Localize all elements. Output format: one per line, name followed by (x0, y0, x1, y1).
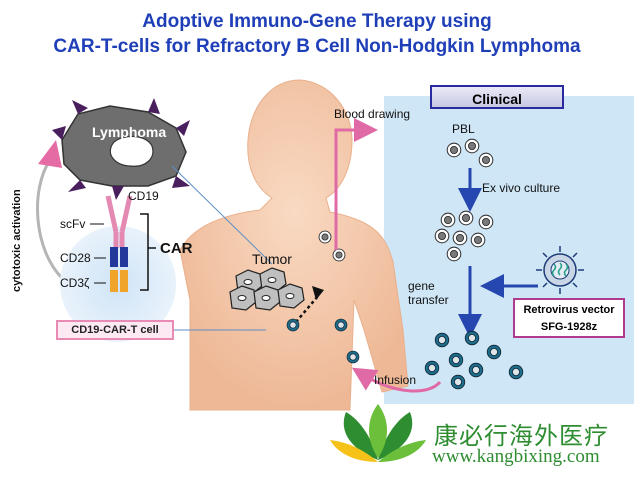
retrovirus-icon (536, 246, 584, 294)
retrovirus-vector-name: SFG-1928z (540, 321, 598, 333)
blood-cell (318, 230, 332, 244)
car-t-cell (434, 332, 450, 348)
cytotoxic-arrowhead (38, 140, 62, 168)
gene-transfer-label-2: transfer (408, 293, 449, 307)
pbl-cell (478, 152, 494, 168)
figure-title-line1: Adoptive Immuno-Gene Therapy using (142, 11, 492, 32)
cytotoxic-label: cytotoxic activation (11, 189, 23, 292)
pbl-cell (446, 142, 462, 158)
car-t-cell (468, 362, 484, 378)
car-t-cell (450, 374, 466, 390)
kangbixing-logo-icon (330, 404, 426, 462)
logo-chinese-text: 康必行海外医疗 (434, 422, 609, 450)
tumor-label: Tumor (252, 251, 292, 267)
infused-car-t-cell (334, 318, 348, 332)
car-bracket (140, 213, 149, 291)
lymphoma-cell: Lymphoma (52, 98, 190, 200)
clinical-panel (384, 96, 634, 404)
attack-arrowhead (312, 286, 324, 300)
cd19-spike (72, 100, 88, 114)
logo-url: www.kangbixing.com (432, 446, 600, 467)
car-t-cell (424, 360, 440, 376)
car-t-cell-label: CD19-CAR-T cell (56, 320, 174, 340)
infusion-arrow (351, 367, 442, 393)
cytotoxic-arc (36, 159, 64, 280)
blood-drawing-label: Blood drawing (334, 107, 410, 121)
retrovirus-vector-label: Retrovirus vector (523, 304, 615, 316)
pbl-label: PBL (452, 122, 475, 136)
cd19-spike (176, 120, 190, 136)
tumor-connector-line (171, 165, 273, 265)
cultured-cell (458, 210, 474, 226)
cultured-cell (452, 230, 468, 246)
car-t-cell (464, 330, 480, 346)
car-label: CAR (160, 240, 193, 257)
blood-drawing-arrow (334, 118, 378, 250)
cd19-label: CD19 (128, 189, 159, 203)
cd3z-domain (120, 270, 128, 292)
cultured-cell (446, 246, 462, 262)
cd3z-domain (110, 270, 118, 292)
cultured-cell (434, 228, 450, 244)
cultured-cell (470, 232, 486, 248)
cd3z-label: CD3ζ (60, 276, 90, 290)
figure-title-line2: CAR-T-cells for Refractory B Cell Non-Ho… (53, 36, 581, 57)
cd28-domain (110, 247, 118, 267)
car-t-cell-in-body (286, 318, 300, 332)
cd19-spike (148, 98, 160, 114)
cd19-spike (68, 180, 86, 192)
gene-transfer-label-1: gene (408, 279, 435, 293)
car-t-cell (486, 344, 502, 360)
infusion-label: Infusion (374, 373, 416, 387)
cultured-cell (440, 212, 456, 228)
clinical-header: Clinical (430, 85, 564, 109)
ex-vivo-label: Ex vivo culture (482, 181, 560, 195)
lymphoma-label: Lymphoma (92, 124, 166, 140)
cd28-label: CD28 (60, 251, 91, 265)
infused-car-t-cell (346, 350, 360, 364)
cd19-spike (112, 186, 124, 200)
car-t-cell (508, 364, 524, 380)
cd19-spike (172, 176, 190, 188)
car-t-cell (448, 352, 464, 368)
cd28-domain (120, 247, 128, 267)
car-receptor (105, 195, 156, 292)
blood-cell (332, 248, 346, 262)
cd19-spike (52, 126, 66, 140)
tumor-cluster (229, 267, 305, 311)
retrovirus-vector-box: Retrovirus vector SFG-1928z (513, 298, 625, 338)
pbl-cell (464, 138, 480, 154)
scfv-label: scFv (60, 217, 85, 231)
human-body (179, 79, 409, 411)
cultured-cell (478, 214, 494, 230)
